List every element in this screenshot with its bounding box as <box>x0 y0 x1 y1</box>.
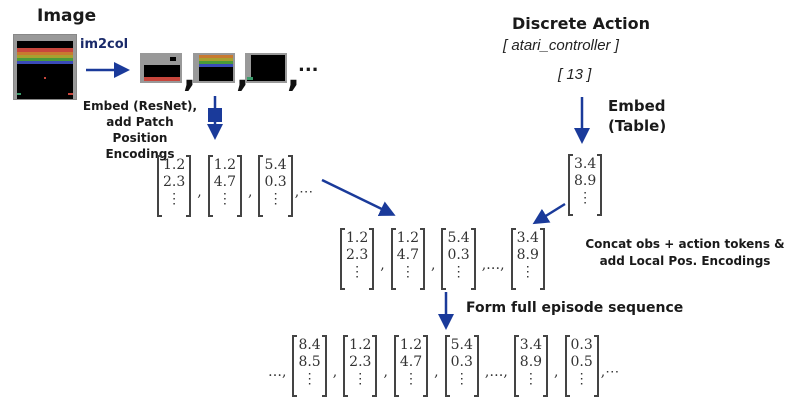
vector-entry: ⋮ <box>400 264 415 280</box>
vector-entry: ⋮ <box>454 371 469 387</box>
embed-resnet-arrow <box>207 96 223 140</box>
vector-entry: ⋮ <box>302 371 317 387</box>
action-to-concat-arrow <box>532 202 566 225</box>
action-value: [ 13 ] <box>558 66 592 83</box>
vector-entry: 3.4 <box>574 156 597 172</box>
vector-bracket: 3.4 8.9 ⋮ <box>568 154 603 216</box>
vector-bracket: 1.2 2.3 ⋮ <box>340 228 375 290</box>
vector-bracket: 5.4 0.3 ⋮ <box>441 228 476 290</box>
vector-bracket: 0.3 0.5 ⋮ <box>564 335 600 397</box>
patch-to-concat-arrow <box>321 178 396 216</box>
vector-entry: 0.3 <box>450 354 473 370</box>
vector-entry: ⋮ <box>520 264 535 280</box>
action-embedding-vector: 3.4 8.9 ⋮ <box>568 154 603 216</box>
vector-bracket: 1.2 4.7 ⋮ <box>393 335 429 397</box>
vector-entry: 0.3 <box>264 174 287 190</box>
vector-entry: 8.5 <box>298 354 321 370</box>
patch-2 <box>193 53 235 83</box>
vector-entry: 3.4 <box>516 230 539 246</box>
vector-bracket: 1.2 4.7 ⋮ <box>207 155 243 217</box>
vector-bracket: 1.2 2.3 ⋮ <box>343 335 378 397</box>
vector-entry: ⋮ <box>268 191 283 207</box>
vector-middle-ellipsis: ,…, <box>481 257 505 273</box>
vector-bracket: 3.4 8.9 ⋮ <box>510 228 546 290</box>
vector-entry: 1.2 <box>163 157 186 173</box>
vector-entry: 0.5 <box>570 354 593 370</box>
vector-entry: 1.2 <box>346 230 369 246</box>
vector-entry: 8.9 <box>516 247 539 263</box>
vector-entry: ⋮ <box>451 264 466 280</box>
vector-entry: ⋮ <box>574 371 589 387</box>
atari-frame-image <box>13 34 77 100</box>
vector-separator: , <box>380 257 385 273</box>
vector-trailing-ellipsis: ,⋯ <box>294 184 314 200</box>
vector-entry: 8.9 <box>574 173 597 189</box>
image-title: Image <box>37 6 97 26</box>
vector-entry: 4.7 <box>213 174 236 190</box>
vector-entry: 4.7 <box>396 247 419 263</box>
patch-1 <box>140 53 182 83</box>
vector-bracket: 1.2 2.3 ⋮ <box>157 155 192 217</box>
vector-entry: ⋮ <box>217 191 232 207</box>
episode-label: Form full episode sequence <box>466 300 684 316</box>
vector-entry: 5.4 <box>447 230 470 246</box>
discrete-action-title: Discrete Action <box>512 14 650 33</box>
vector-separator: , <box>197 184 202 200</box>
patch-3 <box>245 53 287 83</box>
vector-separator: , <box>430 257 436 273</box>
embed-table-label: Embed (Table) <box>608 96 666 136</box>
vector-entry: ⋮ <box>167 191 182 207</box>
concat-label-line: Concat obs + action tokens & <box>585 237 785 251</box>
vector-separator: , <box>247 184 253 200</box>
vector-entry: ⋮ <box>523 371 538 387</box>
embed-resnet-line: add Patch Position <box>106 115 174 145</box>
vector-entry: 8.9 <box>519 354 543 370</box>
embed-resnet-label: Embed (ResNet), add Patch Position Encod… <box>78 98 202 162</box>
episode-row: …, 8.4 8.5 ⋮ , 1.2 2.3 ⋮ , 1.2 4.7 ⋮ , 5… <box>268 335 625 397</box>
embed-table-line: Embed <box>608 97 666 115</box>
patch-comma: , <box>183 55 196 95</box>
vector-separator: , <box>434 364 439 380</box>
vector-bracket: 5.4 0.3 ⋮ <box>444 335 480 397</box>
concat-label: Concat obs + action tokens & add Local P… <box>574 236 796 270</box>
patch-embeddings-row: 1.2 2.3 ⋮ , 1.2 4.7 ⋮ , 5.4 0.3 ⋮ ,⋯ <box>157 155 319 217</box>
vector-separator: , <box>332 364 338 380</box>
vector-separator: , <box>554 364 559 380</box>
vector-entry: ⋮ <box>353 371 368 387</box>
im2col-label: im2col <box>80 37 129 52</box>
vector-middle-ellipsis: ,…, <box>484 364 508 380</box>
vector-entry: 3.4 <box>519 337 543 353</box>
vector-entry: 1.2 <box>396 230 419 246</box>
vector-entry: 0.3 <box>447 247 470 263</box>
vector-entry: 2.3 <box>163 174 186 190</box>
vector-entry: ⋮ <box>350 264 365 280</box>
vector-separator: , <box>383 364 388 380</box>
vector-entry: 1.2 <box>213 157 236 173</box>
vector-entry: 1.2 <box>399 337 423 353</box>
vector-entry: 0.3 <box>570 337 593 353</box>
vector-bracket: 8.4 8.5 ⋮ <box>292 335 327 397</box>
vector-entry: 5.4 <box>264 157 287 173</box>
vector-entry: ⋮ <box>404 371 419 387</box>
vector-leading-ellipsis: …, <box>268 364 287 380</box>
embed-resnet-line: Embed (ResNet), <box>82 99 198 113</box>
action-controller-label: [ atari_controller ] <box>503 37 619 54</box>
vector-entry: 2.3 <box>349 354 372 370</box>
vector-bracket: 3.4 8.9 ⋮ <box>513 335 549 397</box>
patch-ellipsis: ... <box>298 55 319 76</box>
vector-trailing-ellipsis: ,⋯ <box>600 364 620 380</box>
vector-entry: 5.4 <box>450 337 473 353</box>
vector-bracket: 5.4 0.3 ⋮ <box>258 155 293 217</box>
vector-entry: ⋮ <box>578 190 593 206</box>
vector-entry: 8.4 <box>298 337 321 353</box>
vector-bracket: 1.2 4.7 ⋮ <box>390 228 426 290</box>
concat-row: 1.2 2.3 ⋮ , 1.2 4.7 ⋮ , 5.4 0.3 ⋮ ,…, 3.… <box>340 228 546 290</box>
vector-entry: 2.3 <box>346 247 369 263</box>
vector-entry: 1.2 <box>349 337 372 353</box>
patch-comma: , <box>287 55 300 95</box>
concat-label-line: add Local Pos. Encodings <box>599 254 771 268</box>
vector-entry: 4.7 <box>399 354 423 370</box>
embed-table-line: (Table) <box>608 117 667 135</box>
